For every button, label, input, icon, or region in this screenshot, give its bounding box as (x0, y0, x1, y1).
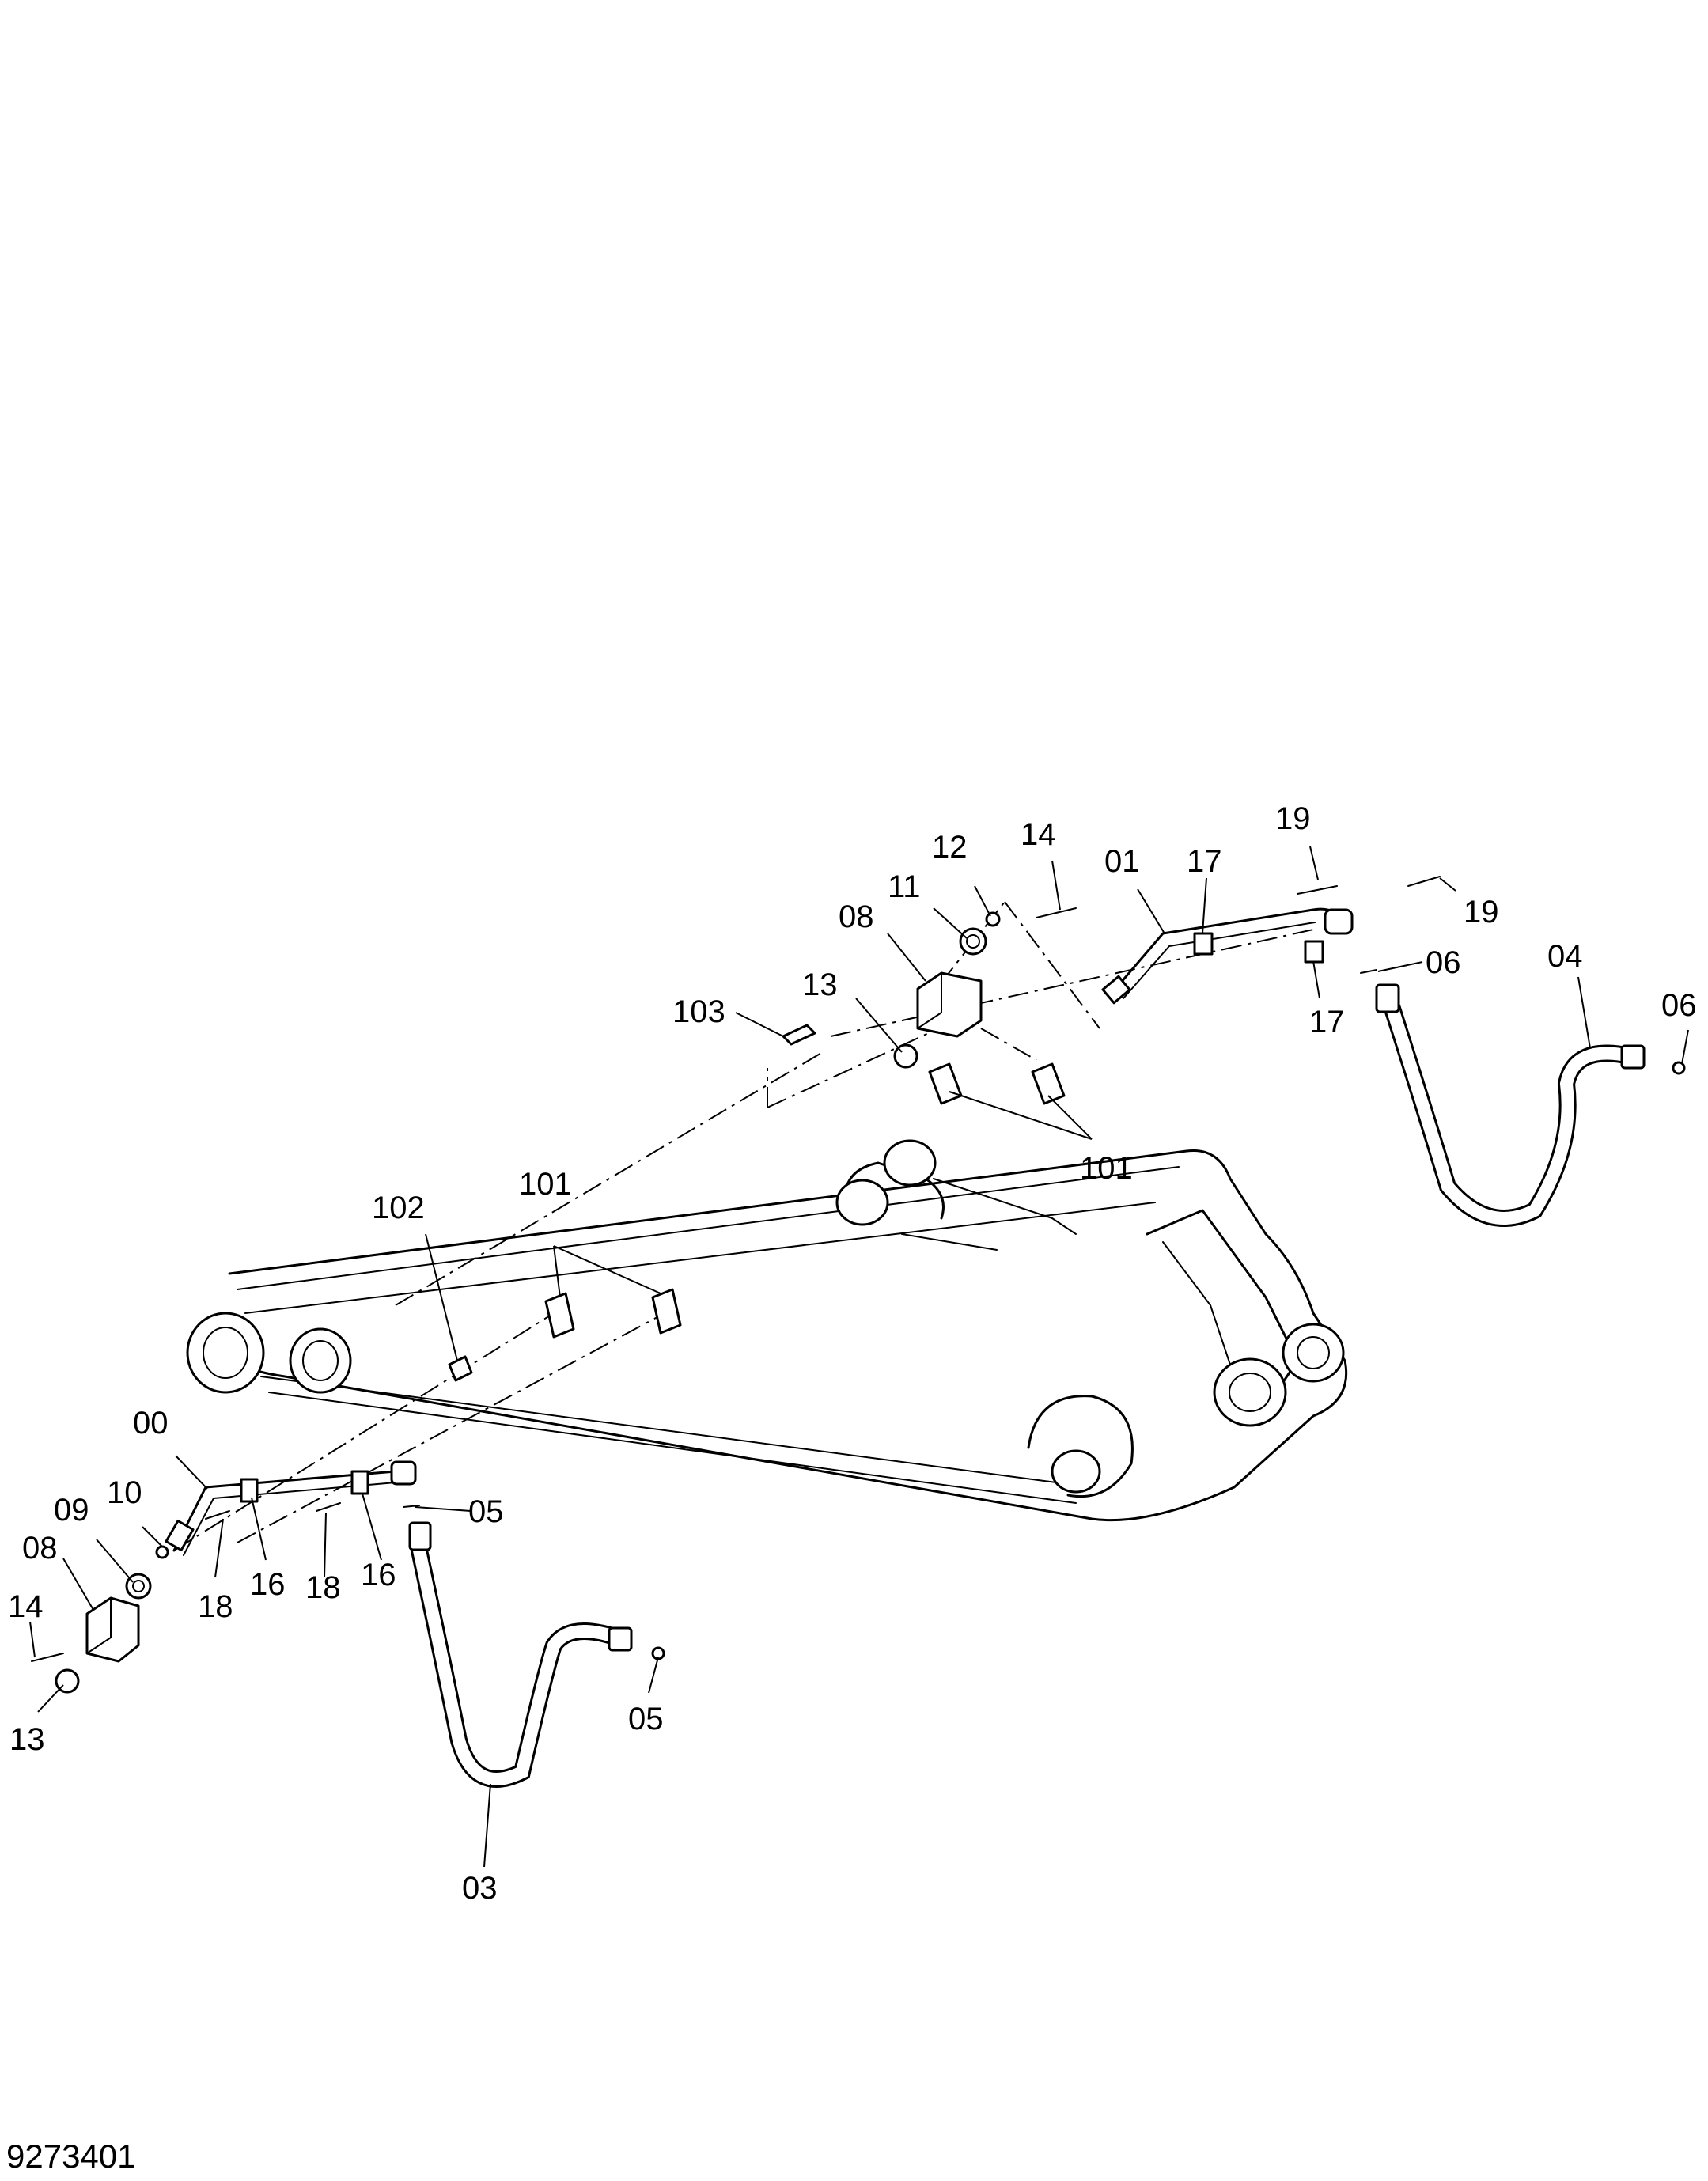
callout-13-upper: 13 (802, 967, 838, 1002)
callout-17-upper: 17 (1187, 844, 1222, 879)
upper-pipe (1101, 876, 1441, 1005)
callout-16-left: 16 (250, 1567, 286, 1602)
callout-13-lower: 13 (9, 1722, 45, 1757)
upper-clamps (928, 1062, 1066, 1105)
leader-lines (29, 846, 1689, 1868)
callout-05-lower: 05 (628, 1702, 664, 1736)
routing-lines (173, 901, 1314, 1551)
callout-06-right: 06 (1661, 988, 1697, 1023)
callout-16-right: 16 (361, 1558, 396, 1592)
callout-14-lower: 14 (8, 1589, 44, 1624)
callout-18-right: 18 (305, 1570, 341, 1605)
hose-lower (408, 1521, 665, 1788)
callout-101-upper: 101 (1080, 1151, 1133, 1186)
callout-00: 00 (133, 1406, 169, 1441)
callout-06-mid: 06 (1426, 945, 1461, 980)
callout-103: 103 (672, 994, 725, 1029)
callout-12: 12 (932, 830, 968, 865)
callout-09: 09 (54, 1493, 89, 1528)
callout-17-lower: 17 (1309, 1005, 1345, 1039)
callout-03: 03 (462, 1871, 498, 1906)
callout-14-upper: 14 (1021, 817, 1056, 852)
callout-08-upper: 08 (839, 899, 874, 934)
lower-pipe (165, 1460, 420, 1556)
callout-01: 01 (1104, 844, 1140, 879)
hose-upper (1375, 983, 1686, 1227)
document-number: 9273401 (6, 2137, 136, 2175)
callout-102: 102 (372, 1191, 425, 1225)
callout-19-right: 19 (1464, 895, 1499, 930)
boom-arm (186, 1139, 1348, 1522)
callout-19-upper: 19 (1275, 801, 1311, 836)
lower-block (31, 1545, 169, 1694)
callout-08-lower: 08 (22, 1531, 58, 1566)
upper-block (782, 907, 1077, 1069)
lower-clamps (448, 1288, 682, 1382)
callout-11: 11 (888, 869, 921, 904)
callout-labels: 19 19 12 14 01 17 17 08 11 06 04 06 13 1… (8, 801, 1697, 1906)
callout-05-mid: 05 (468, 1494, 504, 1529)
callout-18-left: 18 (198, 1589, 233, 1624)
callout-04: 04 (1547, 939, 1583, 974)
callout-101-lower: 101 (519, 1167, 572, 1202)
callout-10: 10 (107, 1475, 142, 1510)
